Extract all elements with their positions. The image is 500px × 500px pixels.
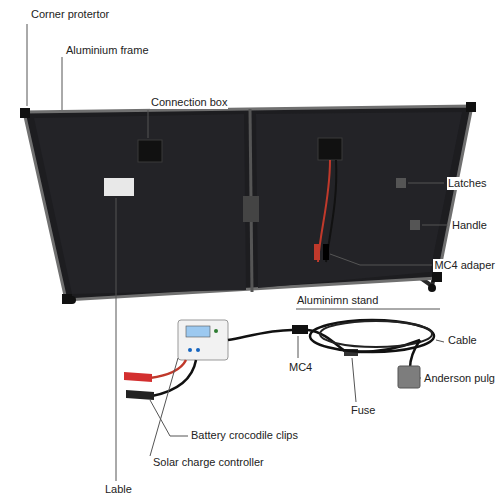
panel-back [24, 106, 472, 300]
latch [396, 178, 406, 188]
leader-line [148, 110, 149, 138]
mc4-connector [292, 325, 308, 334]
crocodile-clip [124, 372, 152, 382]
leader-line [422, 225, 448, 226]
part-label: Latches [447, 177, 488, 190]
foot [428, 284, 436, 292]
anderson-plug [398, 366, 420, 388]
corner-protector [466, 102, 476, 112]
foot [68, 296, 76, 304]
mc4-connector [314, 244, 320, 260]
leader-line [296, 309, 440, 310]
controller-screen [186, 326, 210, 337]
leader-line [352, 358, 356, 402]
leader-line [27, 24, 28, 106]
part-label: Corner protertor [30, 8, 110, 21]
cable [228, 330, 292, 340]
leader-line [330, 254, 432, 265]
leader-line [436, 340, 444, 342]
leader-line [420, 378, 421, 379]
part-label: Anderson pulg [423, 372, 496, 385]
part-label: Cable [447, 334, 478, 347]
label-sticker [104, 178, 134, 196]
connection-box [138, 140, 162, 162]
controller-button [188, 348, 192, 352]
charge-controller [178, 320, 228, 360]
leader-line [408, 183, 444, 184]
leader-lines [27, 24, 448, 481]
mc4-connector [323, 244, 329, 260]
corner-protector [20, 108, 30, 118]
part-label: Solar charge controller [152, 456, 265, 469]
cable [410, 340, 420, 368]
leader-line [150, 358, 178, 456]
latch [410, 220, 420, 230]
panel-half [256, 112, 462, 288]
controller-button [196, 348, 200, 352]
battery-wire [152, 360, 196, 396]
handle [243, 196, 259, 222]
connection-box [318, 138, 342, 160]
part-label: Lable [104, 483, 133, 496]
controller-led [214, 329, 218, 333]
crocodile-clip [126, 390, 154, 400]
part-label: Aluminium frame [65, 44, 150, 57]
part-label: Battery crocodile clips [190, 429, 299, 442]
leader-line [62, 57, 63, 110]
part-label: Fuse [350, 404, 376, 417]
battery-wire [150, 360, 186, 378]
leader-line [150, 400, 188, 436]
part-label: Aluminimn stand [296, 294, 379, 307]
panel-half [34, 114, 246, 294]
part-label: MC4 adaper [433, 259, 496, 272]
leader-line [116, 198, 117, 481]
cable-coil [320, 321, 432, 347]
part-label: Handle [451, 219, 488, 232]
part-label: MC4 [288, 361, 313, 374]
leader-line [298, 336, 299, 358]
part-label: Connection box [150, 96, 228, 109]
corner-protector [432, 272, 442, 282]
